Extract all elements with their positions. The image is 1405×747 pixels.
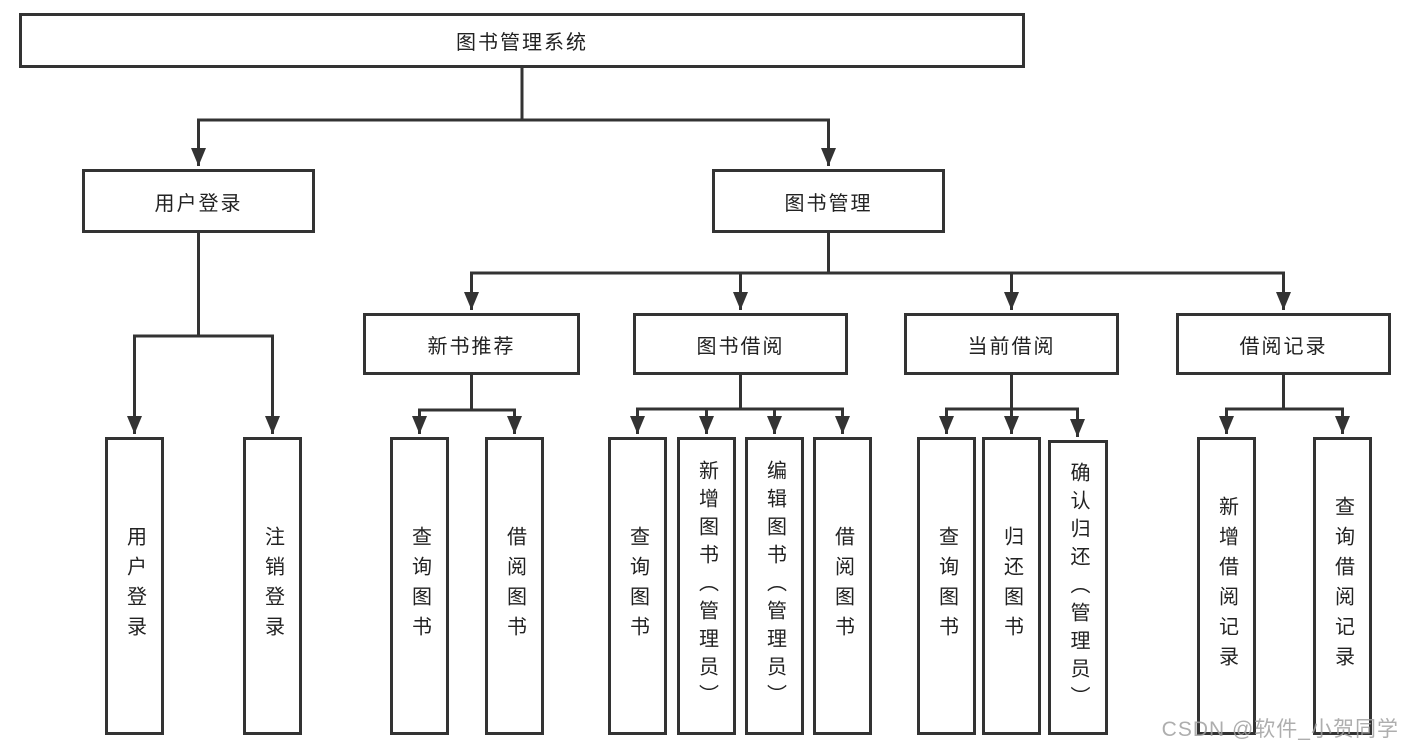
- node-current-borrowing-label: 当前借阅: [967, 335, 1056, 358]
- leaf-add-books-admin-label: 新增图书（管理员）: [695, 460, 718, 712]
- leaf-query-books-recommend-label: 查询图书: [408, 526, 431, 646]
- leaf-confirm-return-admin: 确认归还（管理员）: [1048, 440, 1108, 735]
- node-borrowing-records: 借阅记录: [1176, 313, 1391, 375]
- leaf-user-login: 用户登录: [105, 437, 164, 735]
- node-root-system: 图书管理系统: [19, 13, 1025, 68]
- leaf-return-books-label: 归还图书: [1000, 526, 1023, 646]
- node-borrowing-records-label: 借阅记录: [1239, 335, 1328, 358]
- leaf-add-books-admin: 新增图书（管理员）: [677, 437, 736, 735]
- leaf-logout-login: 注销登录: [243, 437, 302, 735]
- node-book-borrowing-label: 图书借阅: [696, 335, 785, 358]
- leaf-query-books-borrowing-label: 查询图书: [626, 526, 649, 646]
- node-user-login: 用户登录: [82, 169, 315, 233]
- leaf-user-login-label: 用户登录: [123, 526, 146, 646]
- node-book-borrowing: 图书借阅: [633, 313, 848, 375]
- node-current-borrowing: 当前借阅: [904, 313, 1119, 375]
- leaf-logout-login-label: 注销登录: [261, 526, 284, 646]
- node-book-management-label: 图书管理: [784, 192, 873, 215]
- node-new-book-recommend-label: 新书推荐: [427, 335, 516, 358]
- node-new-book-recommend: 新书推荐: [363, 313, 580, 375]
- leaf-add-borrow-record: 新增借阅记录: [1197, 437, 1256, 735]
- leaf-borrow-books-borrowing-label: 借阅图书: [831, 526, 854, 646]
- leaf-query-books-current-label: 查询图书: [935, 526, 958, 646]
- leaf-query-borrow-record: 查询借阅记录: [1313, 437, 1372, 735]
- leaf-edit-books-admin: 编辑图书（管理员）: [745, 437, 804, 735]
- leaf-query-books-borrowing: 查询图书: [608, 437, 667, 735]
- leaf-borrow-books-recommend: 借阅图书: [485, 437, 544, 735]
- node-book-management: 图书管理: [712, 169, 945, 233]
- node-user-login-label: 用户登录: [154, 192, 243, 215]
- leaf-confirm-return-admin-label: 确认归还（管理员）: [1067, 461, 1089, 714]
- leaf-borrow-books-borrowing: 借阅图书: [813, 437, 872, 735]
- leaf-add-borrow-record-label: 新增借阅记录: [1215, 496, 1238, 676]
- leaf-query-books-current: 查询图书: [917, 437, 976, 735]
- csdn-watermark: CSDN @软件_小贺同学: [1161, 718, 1399, 741]
- leaf-borrow-books-recommend-label: 借阅图书: [503, 526, 526, 646]
- leaf-edit-books-admin-label: 编辑图书（管理员）: [763, 460, 786, 712]
- leaf-query-books-recommend: 查询图书: [390, 437, 449, 735]
- leaf-query-borrow-record-label: 查询借阅记录: [1331, 496, 1354, 676]
- leaf-return-books: 归还图书: [982, 437, 1041, 735]
- node-root-system-label: 图书管理系统: [456, 32, 588, 54]
